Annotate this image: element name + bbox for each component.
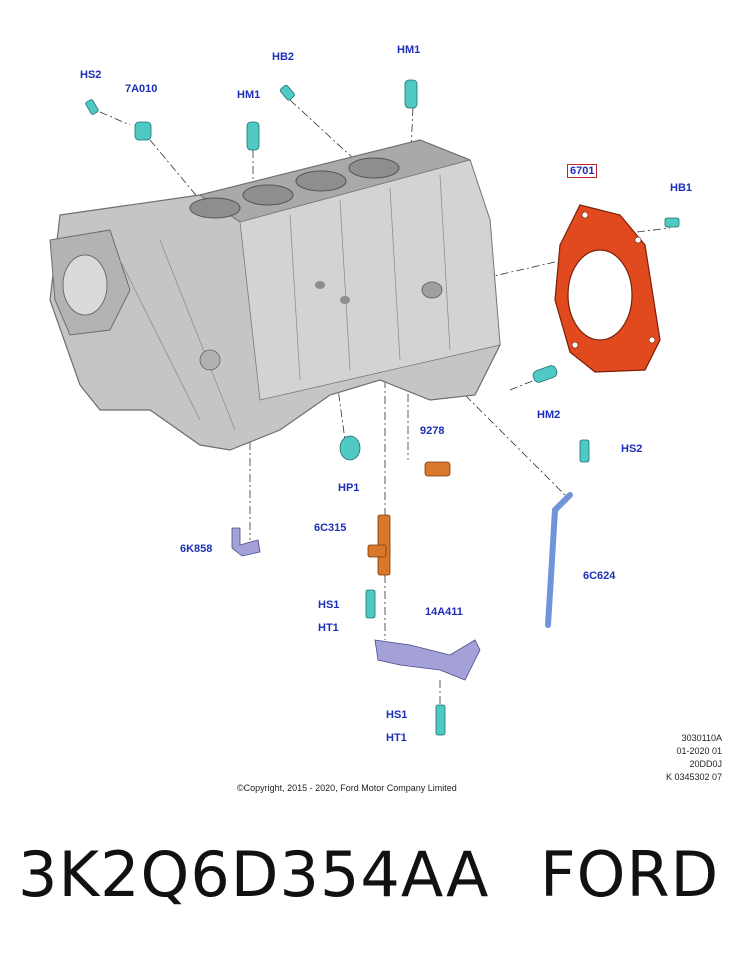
- callout-ht1-mid: HT1: [318, 622, 339, 634]
- callout-hm2: HM2: [537, 409, 561, 421]
- sensor-illustration: [367, 461, 451, 576]
- callout-hp1: HP1: [338, 482, 360, 494]
- callout-hb2: HB2: [272, 51, 295, 63]
- ref-code-3: 20DD0J: [689, 759, 722, 769]
- callout-hm1-right: HM1: [397, 44, 421, 56]
- callout-hb1: HB1: [670, 182, 693, 194]
- callout-ht1-low: HT1: [386, 732, 407, 744]
- callout-hs2-right: HS2: [621, 443, 643, 455]
- callout-hs2-top: HS2: [80, 69, 102, 81]
- callout-14a411: 14A411: [425, 606, 463, 618]
- ref-codes: 3030110A 01-2020 01 20DD0J K 0345302 07: [666, 732, 722, 784]
- callout-9278: 9278: [420, 425, 445, 437]
- brand-name: FORD: [540, 838, 720, 911]
- exploded-view-diagram: [49, 79, 680, 736]
- rear-seal-retainer-illustration: [554, 204, 661, 373]
- dowel-pin-illustration: [134, 79, 558, 383]
- callout-hm1-left: HM1: [237, 89, 261, 101]
- dipstick-tube-illustration: [545, 492, 573, 628]
- callout-hs1-low: HS1: [386, 709, 408, 721]
- ref-code-1: 3030110A: [681, 733, 722, 743]
- callout-6701: 6701: [567, 164, 598, 178]
- part-number: 3K2Q6D354AA: [18, 838, 490, 911]
- copyright-text: ©Copyright, 2015 - 2020, Ford Motor Comp…: [237, 783, 457, 793]
- callout-hs1-mid: HS1: [318, 599, 340, 611]
- callout-6c315: 6C315: [314, 522, 347, 534]
- plug-illustration: [339, 435, 361, 461]
- bracket-illustration: [231, 527, 481, 681]
- callout-6k858: 6K858: [180, 543, 213, 555]
- callout-7a010: 7A010: [125, 83, 158, 95]
- ref-code-4: K 0345302 07: [665, 772, 722, 782]
- ref-code-2: 01-2020 01: [676, 746, 722, 756]
- callout-6c624: 6C624: [583, 570, 616, 582]
- bolt-illustration: [85, 84, 680, 736]
- engine-block-illustration: [49, 139, 501, 451]
